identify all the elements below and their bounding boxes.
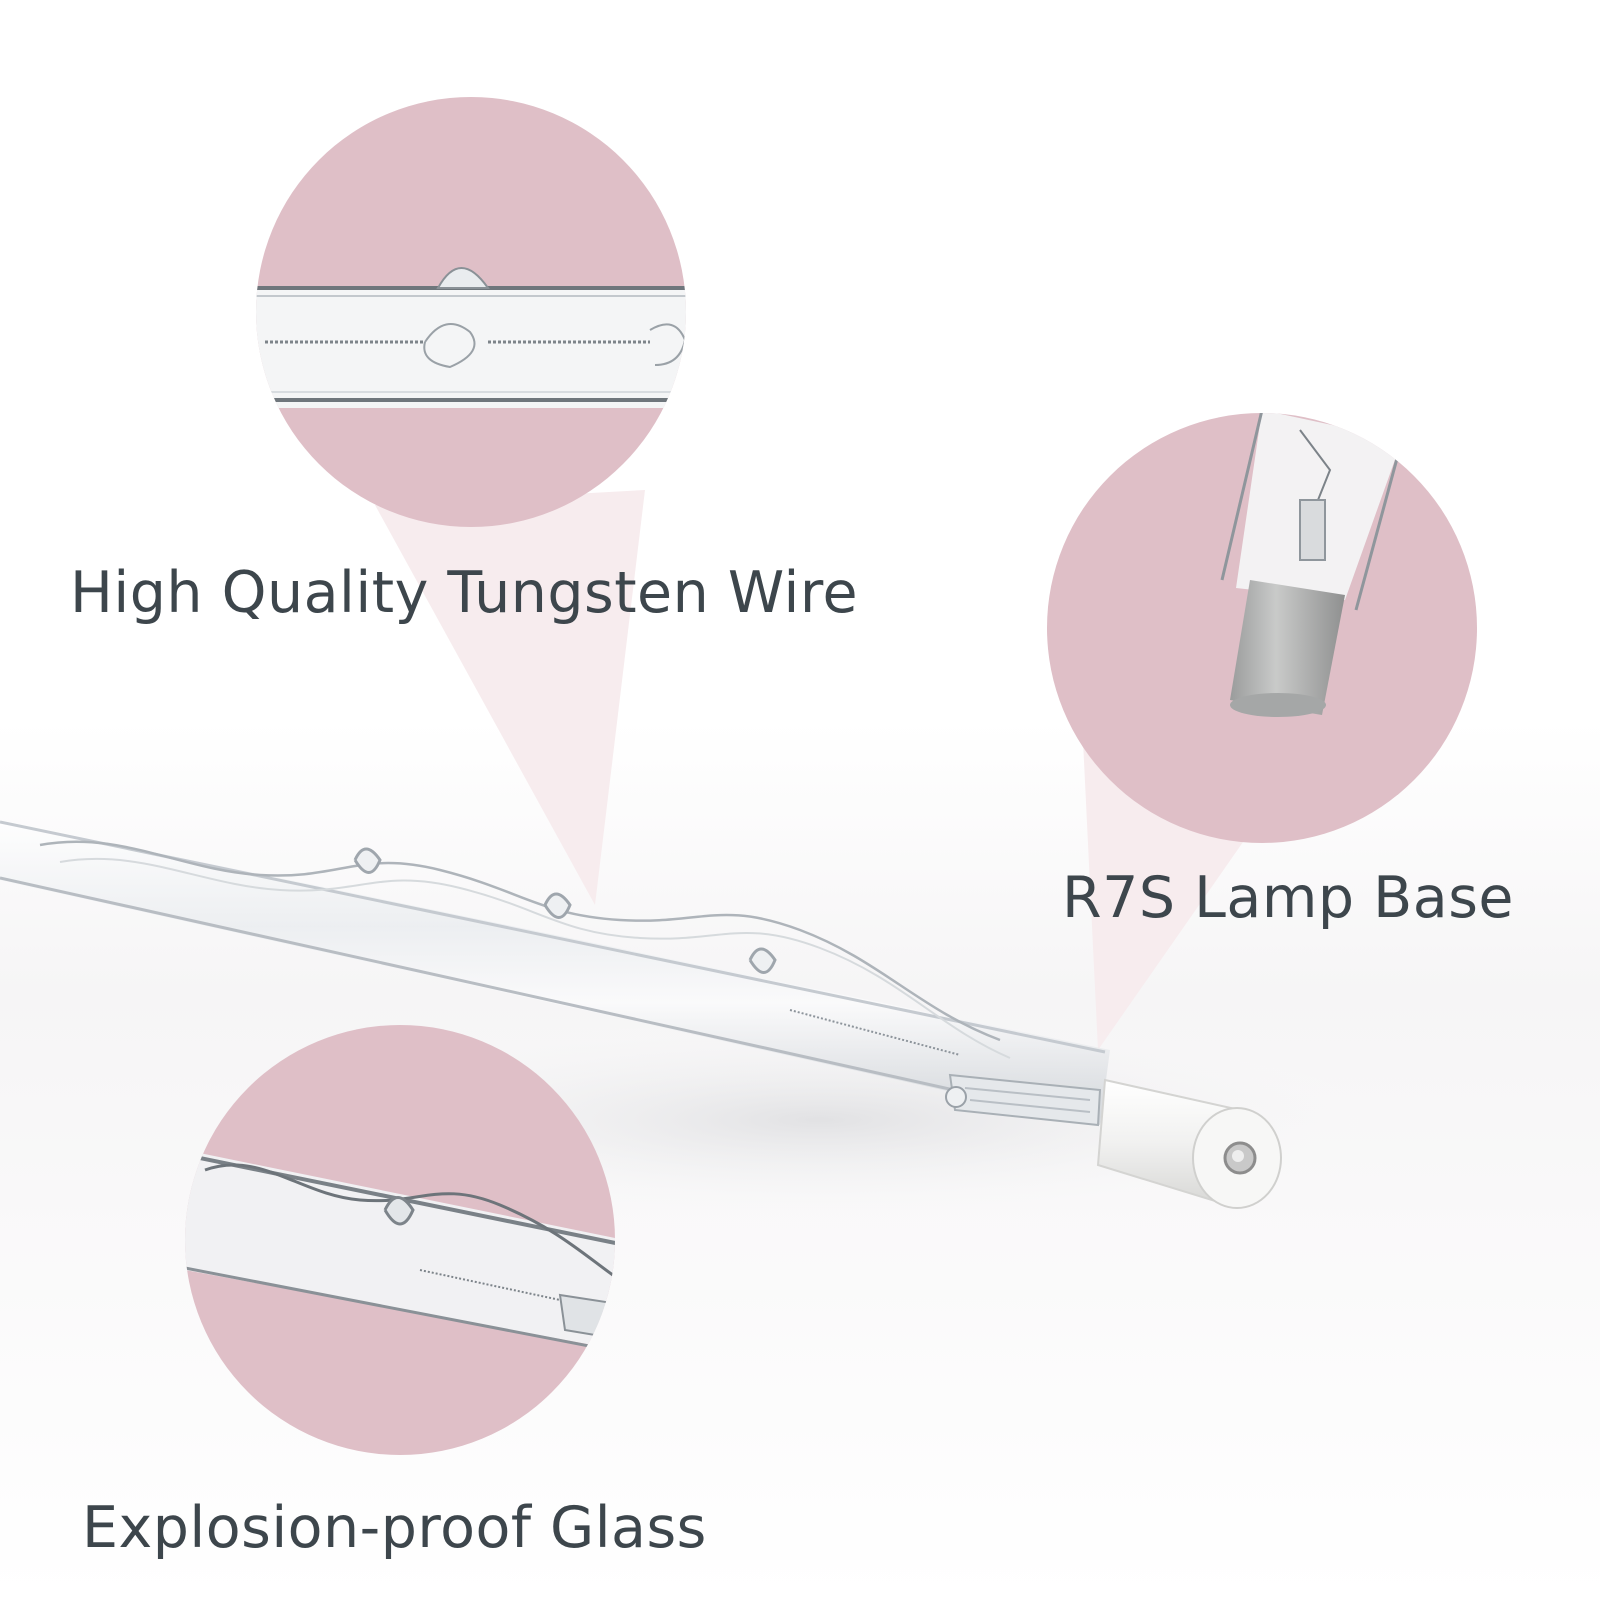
glass-closeup (185, 1025, 615, 1455)
ceramic-end-cap (1096, 1078, 1282, 1209)
halogen-tube (0, 820, 1110, 1127)
lamp-base-caption: R7S Lamp Base (1062, 865, 1514, 931)
tungsten-wire-closeup (256, 97, 686, 527)
lamp-base-closeup (1047, 413, 1477, 843)
callout-beam-base (1082, 720, 1250, 1050)
glass-caption: Explosion-proof Glass (82, 1495, 707, 1561)
callout-beams (375, 490, 1250, 1050)
tungsten-wire-caption: High Quality Tungsten Wire (70, 560, 859, 626)
callout-beam-tungsten (375, 490, 645, 905)
